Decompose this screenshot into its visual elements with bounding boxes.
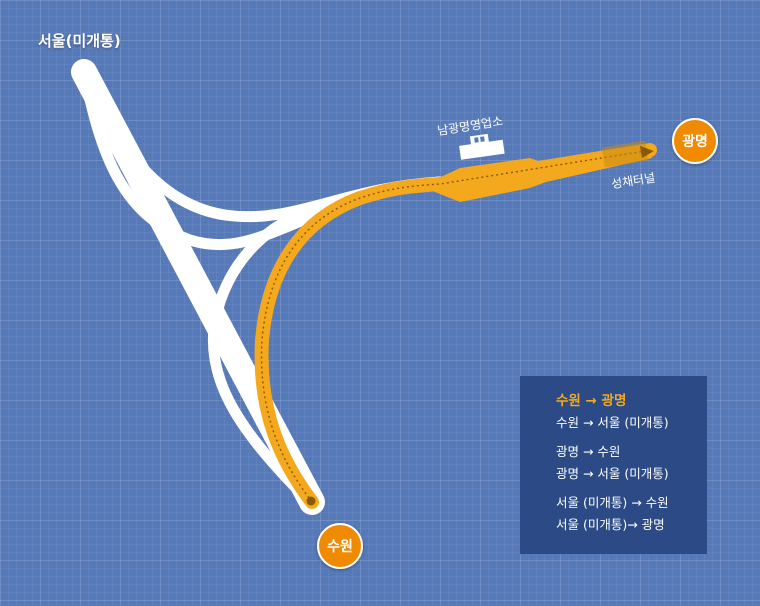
route-start-dot (306, 496, 316, 506)
road-lines (71, 59, 446, 515)
route-arrow-icon (640, 146, 654, 158)
legend-route-gwangmyeong-suwon[interactable]: 광명 → 수원 (556, 444, 621, 459)
legend-divider (556, 434, 707, 441)
tunnel-shade (601, 140, 649, 168)
road-suwon-west-ramp (207, 199, 336, 498)
legend-route-suwon-gwangmyeong[interactable]: 수원 → 광명 (556, 393, 627, 409)
highlight-route-suwon-gwangmyeong (254, 140, 657, 509)
legend-route-seoul-suwon[interactable]: 서울 (미개통) → 수원 (556, 495, 669, 510)
legend-divider (556, 485, 707, 492)
route-legend: 수원 → 광명 수원 → 서울 (미개통) 광명 → 수원 광명 → 서울 (미… (520, 376, 707, 554)
city-badge-gwangmyeong[interactable]: 광명 (672, 118, 718, 164)
legend-route-seoul-gwangmyeong[interactable]: 서울 (미개통)→ 광명 (556, 517, 665, 532)
city-badge-suwon[interactable]: 수원 (317, 523, 363, 569)
legend-route-suwon-seoul[interactable]: 수원 → 서울 (미개통) (556, 415, 669, 430)
legend-route-gwangmyeong-seoul[interactable]: 광명 → 서울 (미개통) (556, 466, 669, 481)
toll-office-icon (459, 133, 505, 160)
route-curve (254, 143, 657, 509)
city-label-seoul: 서울(미개통) (38, 32, 121, 50)
